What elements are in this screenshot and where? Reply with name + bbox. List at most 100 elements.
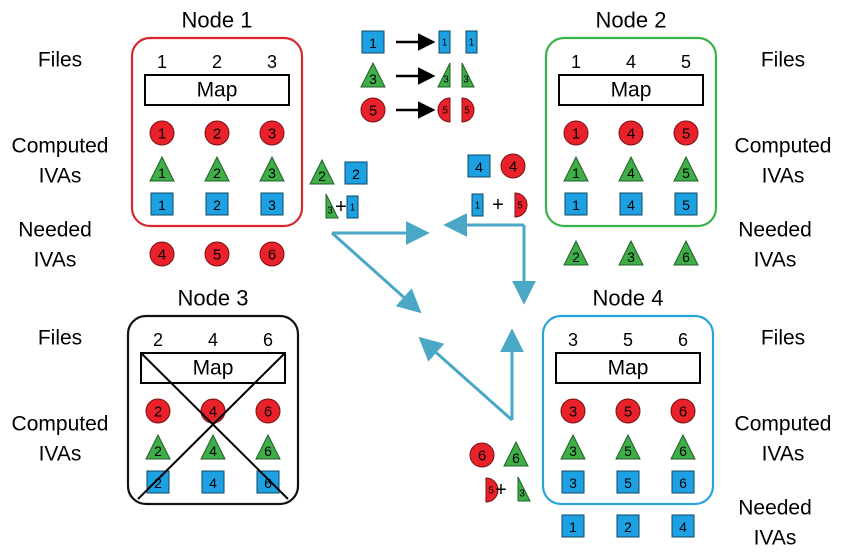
circle-shape [259,241,285,267]
needed-label: Needed [18,219,92,242]
needed-ivas-label: IVAs [754,527,797,550]
square-shape [260,192,284,216]
computed-label: Computed [12,135,109,158]
square-shape [616,514,640,538]
computed-triangle-1: 1 [563,155,589,182]
triangle-shape [360,61,386,88]
computed-square-3: 3 [561,470,585,494]
computed-square-6: 6 [671,470,695,494]
circle-label: 4 [158,247,166,264]
half-circle-label: 5 [464,106,470,117]
triangle-shape [204,155,230,182]
file-number: 5 [623,330,633,350]
triangle-label: 3 [569,443,577,459]
file-number: 6 [263,330,273,350]
file-number: 3 [267,52,277,72]
computed-triangle-3: 3 [259,155,285,182]
circle-label: 4 [209,404,217,421]
half-circle-left: 5 [437,97,451,123]
multicast-arrow [418,336,513,422]
square-shape [564,192,588,216]
computed-circle-3: 3 [560,398,586,424]
square-shape [561,514,585,538]
triangle-shape [145,433,171,460]
half-square-1: 1 [471,193,484,217]
half-square-right: 1 [465,30,478,54]
square-label: 4 [679,519,687,535]
files-label: Files [761,327,805,350]
node-frame [544,36,718,228]
map-box [144,74,290,106]
triangle-label: 4 [209,443,217,459]
square-shape [671,514,695,538]
circle-shape [204,120,230,146]
node-frame [541,314,715,506]
file-number: 1 [157,52,167,72]
square-label: 2 [213,197,221,213]
triangle-2: 2 [309,158,335,185]
triangle-shape [200,433,226,460]
circle-4: 4 [500,153,526,179]
square-shape [361,30,385,54]
circle-label: 4 [627,126,635,143]
circle-label: 4 [509,159,517,176]
square-2: 2 [344,161,368,185]
half-square-label: 1 [350,203,356,214]
file-number: 3 [568,330,578,350]
triangle-shape [618,239,644,266]
triangle-label: 3 [627,249,635,265]
circle-label: 5 [213,247,221,264]
circle-shape [145,398,171,424]
square-shape [671,470,695,494]
node-title: Node 4 [593,286,664,311]
circle-shape [670,398,696,424]
circle-label: 6 [268,247,276,264]
half-triangle-shape [461,62,475,88]
triangle-label: 6 [682,249,690,265]
square-label: 3 [268,197,276,213]
computed-triangle-3: 3 [560,433,586,460]
file-number: 2 [212,52,222,72]
square-1: 1 [561,514,585,538]
triangle-label: 3 [268,165,276,181]
square-shape [146,470,170,494]
circle-label: 2 [213,126,221,143]
computed-square-2: 2 [205,192,229,216]
square-label: 2 [154,475,162,491]
half-square-1: 1 [346,195,359,219]
half-square-label: 1 [469,38,475,49]
computed-label: Computed [735,413,832,436]
triangle-shape [563,155,589,182]
triangle-shape [615,433,641,460]
computed-ivas-label: IVAs [39,165,82,188]
computed-circle-1: 1 [149,120,175,146]
half-square-label: 1 [475,201,481,212]
half-triangle-shape [437,62,451,88]
computed-ivas-label: IVAs [762,443,805,466]
computed-square-4: 4 [201,470,225,494]
circle-label: 1 [572,126,580,143]
computed-circle-2: 2 [145,398,171,424]
triangle-label: 2 [154,443,162,459]
file-number: 1 [571,52,581,72]
computed-circle-4: 4 [200,398,226,424]
half-square-label: 1 [442,38,448,49]
triangle-label: 6 [679,443,687,459]
circle-shape [500,153,526,179]
triangle-label: 2 [213,165,221,181]
triangle-shape [560,433,586,460]
circle-shape [469,442,495,468]
triangle-shape [149,155,175,182]
triangle-3: 3 [360,61,386,88]
square-shape [616,470,640,494]
file-number: 4 [626,52,636,72]
half-square-shape [465,30,478,54]
computed-label: Computed [735,135,832,158]
triangle-label: 1 [572,165,580,181]
half-circle-5: 5 [514,192,528,218]
triangle-2: 2 [563,239,589,266]
